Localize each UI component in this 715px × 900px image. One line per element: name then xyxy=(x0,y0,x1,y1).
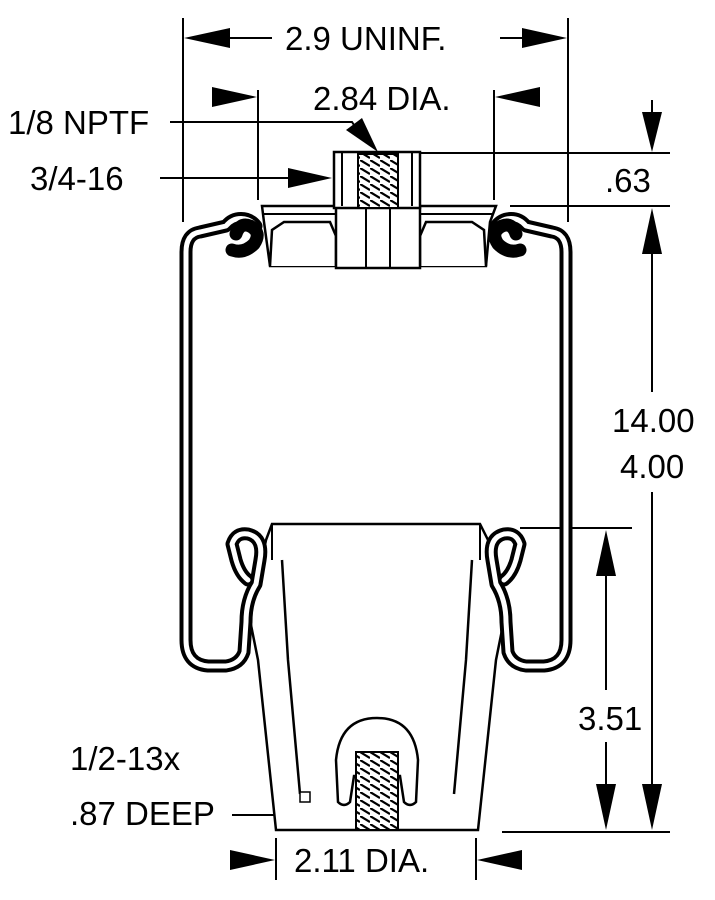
piston-dia-dimension: 2.11 DIA. xyxy=(230,842,522,879)
piston-dia-label: 2.11 DIA. xyxy=(294,842,429,879)
overall-width-label: 2.9 UNINF. xyxy=(285,20,446,57)
piston-height-label: 3.51 xyxy=(578,700,642,737)
piston xyxy=(248,522,506,832)
piston-thread-label-2: .87 DEEP xyxy=(70,795,215,832)
overall-width-dimension: 2.9 UNINF. xyxy=(184,20,567,57)
air-port-callout: 1/8 NPTF xyxy=(8,104,378,152)
height-dimension: 14.00 4.00 xyxy=(612,208,695,830)
rubber-bellows xyxy=(179,212,573,673)
air-port-label: 1/8 NPTF xyxy=(8,104,149,141)
piston-height-dimension: 3.51 xyxy=(578,530,642,830)
piston-thread-label-1: 1/2-13x xyxy=(70,740,181,777)
top-plate-dia-label: 2.84 DIA. xyxy=(313,80,451,117)
stud-thread-label: 3/4-16 xyxy=(30,160,124,197)
extension-lines xyxy=(182,18,670,880)
mounting-stud xyxy=(332,150,422,210)
stud-height-dimension: .63 xyxy=(605,100,662,199)
top-plate-dimension: 2.84 DIA. xyxy=(212,80,540,117)
stud-thread-callout: 3/4-16 xyxy=(30,160,332,197)
bead-plate xyxy=(260,204,498,270)
max-height-label: 14.00 xyxy=(612,402,695,439)
stud-height-label: .63 xyxy=(605,162,651,199)
min-height-label: 4.00 xyxy=(620,448,684,485)
